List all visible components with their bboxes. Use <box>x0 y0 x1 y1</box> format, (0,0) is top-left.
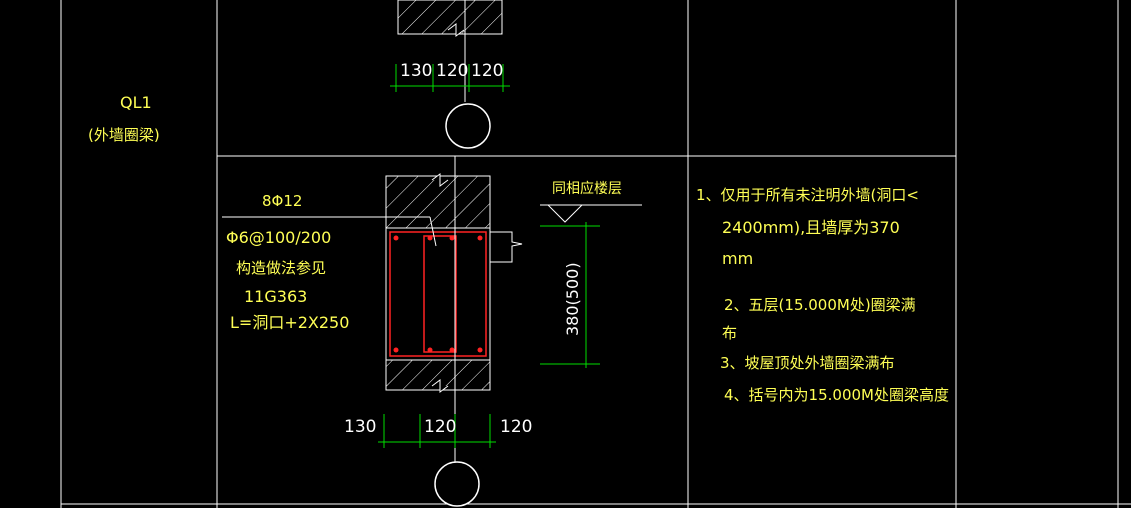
rebar-cage <box>389 231 487 357</box>
width-dim-label-1: 130 <box>344 417 376 437</box>
top-dim-label-1: 130 <box>400 61 432 81</box>
rebar-dot <box>393 347 399 353</box>
rebar-dot <box>477 235 483 241</box>
outer-stirrup <box>389 231 487 357</box>
rebar-dot <box>427 347 433 353</box>
top-axis-bubble <box>445 103 491 149</box>
width-dim-label-3: 120 <box>500 417 532 437</box>
height-dimension-label: 380(500) <box>563 262 582 336</box>
note-2-line-2: 布 <box>722 324 737 342</box>
width-dim-label-2: 120 <box>424 417 456 437</box>
table-grid <box>60 0 1131 508</box>
note-1-line-2: 2400mm),且墙厚为370 <box>722 218 900 237</box>
top-dim-label-3: 120 <box>471 61 503 81</box>
main-axis-bubble <box>434 461 480 507</box>
rebar-dot <box>449 235 455 241</box>
note-1-line-1: 1、仅用于所有未注明外墙(洞口< <box>696 186 919 204</box>
beam-description: (外墙圈梁) <box>88 126 160 144</box>
floor-level-triangle <box>546 204 584 223</box>
note-1-line-3: mm <box>722 249 753 268</box>
upper-break-mark <box>431 173 449 187</box>
standard-reference: 11G363 <box>244 287 307 306</box>
top-dim-label-2: 120 <box>436 61 468 81</box>
rebar-leader-drop <box>429 216 437 247</box>
inner-stirrup <box>423 235 457 353</box>
slab-edge <box>490 231 523 263</box>
rebar-dot <box>427 235 433 241</box>
lower-break-mark <box>431 379 449 393</box>
longitudinal-bars <box>393 235 483 353</box>
rebar-dot <box>449 347 455 353</box>
notes-cell: 1、仅用于所有未注明外墙(洞口< 2400mm),且墙厚为370 mm 2、五层… <box>696 186 949 404</box>
top-break-mark <box>447 23 465 37</box>
note-3-line-1: 3、坡屋顶处外墙圈梁满布 <box>720 354 895 372</box>
stirrup-label: Φ6@100/200 <box>226 228 331 247</box>
beam-code: QL1 <box>120 93 152 112</box>
beam-label-cell: QL1 (外墙圈梁) <box>88 93 160 144</box>
rebar-dot <box>393 235 399 241</box>
rebar-dot <box>477 347 483 353</box>
note-4-line-1: 4、括号内为15.000M处圈梁高度 <box>724 386 949 404</box>
upper-wall-section <box>385 175 491 229</box>
main-detail: 8Φ12 Φ6@100/200 构造做法参见 11G363 L=洞口+2X250… <box>222 156 642 507</box>
floor-level-note: 同相应楼层 <box>552 180 622 197</box>
length-formula: L=洞口+2X250 <box>230 313 349 332</box>
ring-beam-section <box>385 227 491 361</box>
longitudinal-rebar-label: 8Φ12 <box>262 192 302 210</box>
note-2-line-1: 2、五层(15.000M处)圈梁满 <box>724 296 916 314</box>
construction-note: 构造做法参见 <box>236 259 326 277</box>
top-detail: 130 120 120 <box>390 0 510 149</box>
